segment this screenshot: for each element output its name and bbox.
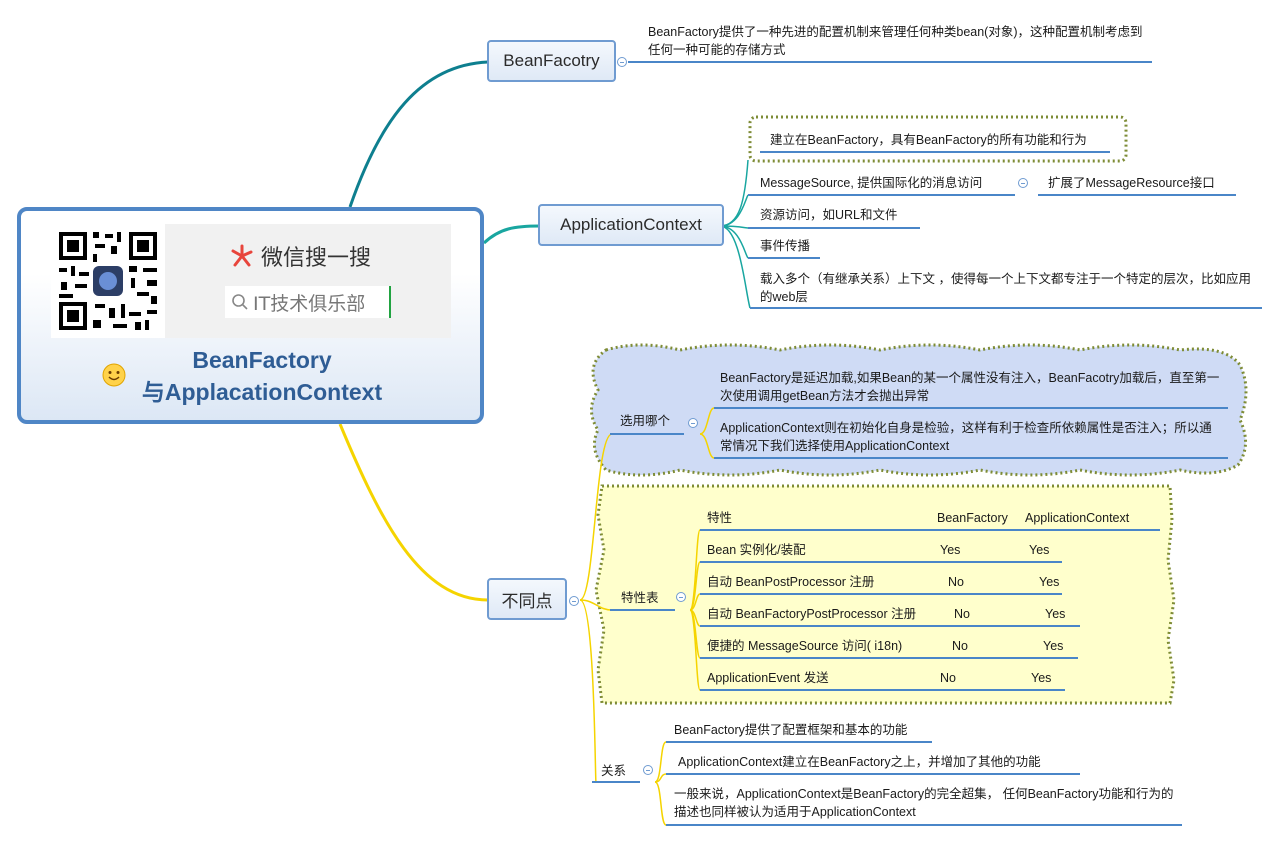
relation-item[interactable]: 一般来说，ApplicationContext是BeanFactory的完全超集… <box>674 787 1174 819</box>
relation-item[interactable]: ApplicationContext建立在BeanFactory之上，并增加了其… <box>678 755 1041 769</box>
appctx-first-item-frame <box>748 115 1128 163</box>
feature-row-appctx: Yes <box>1029 543 1050 557</box>
wechat-search-heading: 微信搜一搜 <box>229 240 371 272</box>
subtopic-which-to-choose[interactable]: 选用哪个 <box>620 414 671 428</box>
appctx-item[interactable]: 载入多个（有继承关系）上下文 ，使得每一个上下文都专注于一个特定的层次，比如应用… <box>760 272 1251 304</box>
feature-row-name: 便捷的 MessageSource 访问( i18n) <box>707 639 903 653</box>
central-title: BeanFactory 与ApplacationContext <box>127 344 397 408</box>
topic-differences[interactable]: 不同点 <box>487 578 567 620</box>
collapse-toggle-icon[interactable] <box>676 592 686 602</box>
feature-row-name: 自动 BeanPostProcessor 注册 <box>707 575 875 589</box>
feature-row-beanfactory: Yes <box>940 543 961 557</box>
feature-header-beanfactory: BeanFactory <box>937 511 1008 525</box>
collapse-toggle-icon[interactable] <box>688 418 698 428</box>
feature-row-beanfactory: No <box>940 671 956 685</box>
topic-applicationcontext-label: ApplicationContext <box>560 215 702 234</box>
wechat-account-search[interactable]: IT技术俱乐部 <box>225 286 391 318</box>
beanfactory-note: BeanFactory提供了一种先进的配置机制来管理任何种类bean(对象)，这… <box>648 25 1143 57</box>
feature-header-appctx: ApplicationContext <box>1025 511 1130 525</box>
feature-row-name: 自动 BeanFactoryPostProcessor 注册 <box>707 607 917 621</box>
feature-row-beanfactory: No <box>954 607 970 621</box>
qr-code-icon <box>51 224 165 338</box>
topic-applicationcontext[interactable]: ApplicationContext <box>538 204 724 246</box>
feature-row-beanfactory: No <box>952 639 968 653</box>
relation-item[interactable]: BeanFactory提供了配置框架和基本的功能 <box>674 723 908 737</box>
account-name: IT技术俱乐部 <box>253 292 366 315</box>
feature-row-appctx: Yes <box>1031 671 1052 685</box>
feature-row-beanfactory: No <box>948 575 964 589</box>
topic-differences-label: 不同点 <box>501 591 553 611</box>
choose-item[interactable]: ApplicationContext则在初始化自身是检验，这样有利于检查所依赖属… <box>720 421 1212 453</box>
feature-header-feature: 特性 <box>707 511 733 525</box>
smiley-icon <box>102 363 126 392</box>
appctx-item[interactable]: 事件传播 <box>760 239 811 253</box>
collapse-toggle-icon[interactable] <box>617 57 627 67</box>
search-icon <box>232 294 248 310</box>
central-title-line2: 与ApplacationContext <box>141 379 383 405</box>
wechat-search-text: 微信搜一搜 <box>261 246 372 271</box>
feature-row-appctx: Yes <box>1043 639 1064 653</box>
subtopic-relation[interactable]: 关系 <box>601 764 627 778</box>
appctx-item[interactable]: 资源访问，如URL和文件 <box>760 208 898 222</box>
collapse-toggle-icon[interactable] <box>1018 178 1028 188</box>
choose-cloud <box>590 343 1248 477</box>
feature-row-appctx: Yes <box>1039 575 1060 589</box>
collapse-toggle-icon[interactable] <box>569 596 579 606</box>
feature-row-name: Bean 实例化/装配 <box>707 543 806 557</box>
collapse-toggle-icon[interactable] <box>643 765 653 775</box>
topic-beanfactory-label: BeanFacotry <box>503 51 600 70</box>
choose-item[interactable]: BeanFactory是延迟加载,如果Bean的某一个属性没有注入，BeanFa… <box>720 371 1220 403</box>
qr-code <box>51 224 165 338</box>
appctx-item[interactable]: MessageSource, 提供国际化的消息访问 <box>760 176 983 190</box>
central-title-line1: BeanFactory <box>192 347 332 373</box>
appctx-item[interactable]: 建立在BeanFactory，具有BeanFactory的所有功能和行为 <box>770 133 1087 147</box>
feature-row-name: ApplicationEvent 发送 <box>707 671 829 685</box>
subtopic-feature-table[interactable]: 特性表 <box>621 591 659 605</box>
topic-beanfactory[interactable]: BeanFacotry <box>487 40 616 82</box>
feature-row-appctx: Yes <box>1045 607 1066 621</box>
wechat-search-logo-icon <box>231 244 253 267</box>
appctx-subitem[interactable]: 扩展了MessageResource接口 <box>1048 176 1215 190</box>
